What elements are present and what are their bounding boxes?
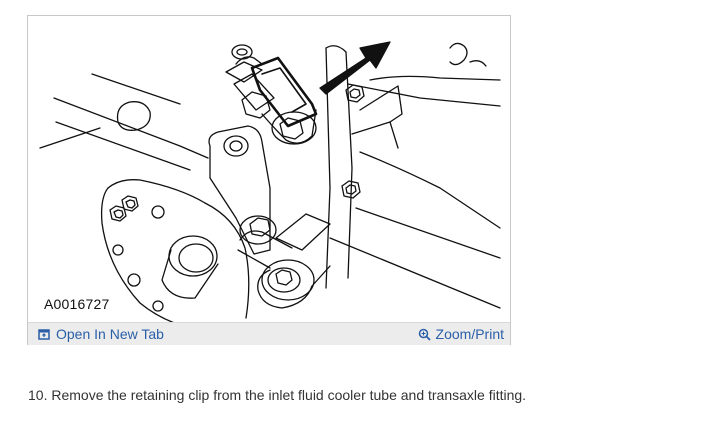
figure-card: A0016727 Open In New Tab Zoom/Print [27,15,511,345]
bracket-bolt-2 [341,180,361,199]
open-in-new-tab-icon [38,328,51,341]
figure-toolbar: Open In New Tab Zoom/Print [28,322,510,345]
open-in-new-tab-link[interactable]: Open In New Tab [38,325,164,343]
figure-id-label: A0016727 [42,296,112,312]
open-in-new-tab-label: Open In New Tab [56,326,164,342]
zoom-print-link[interactable]: Zoom/Print [418,325,504,343]
flange-bolt-2 [109,205,127,222]
instruction-step: 10. Remove the retaining clip from the i… [28,387,527,403]
transaxle-fitting-drawing [39,41,501,334]
zoom-print-label: Zoom/Print [435,326,504,342]
technical-illustration [30,18,508,334]
bracket-bolt-1 [345,84,365,103]
magnifier-zoom-icon [418,328,431,341]
